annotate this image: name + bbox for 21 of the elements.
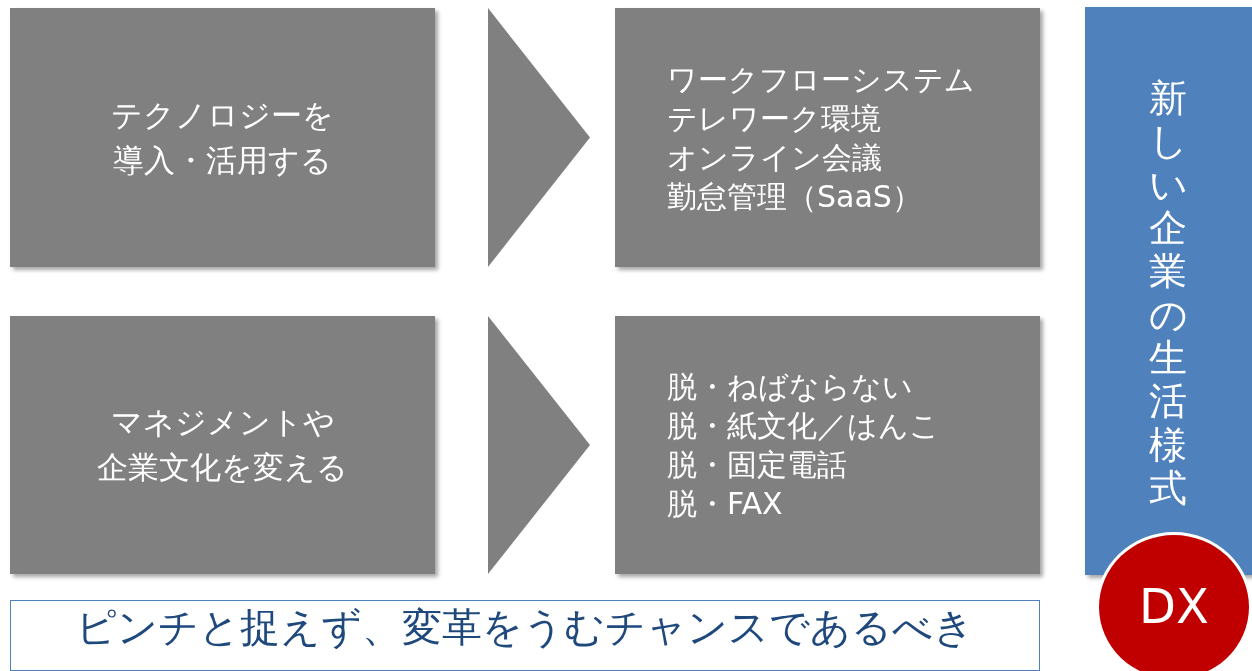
chevron-arrow xyxy=(488,316,590,574)
process-box xyxy=(615,316,1040,574)
box-label: テクノロジーを導入・活用する xyxy=(110,95,335,180)
list-item: 勤怠管理（SaaS） xyxy=(667,177,922,216)
box-label: マネジメントや企業文化を変える xyxy=(96,403,349,487)
chevron-arrow xyxy=(488,8,590,267)
list-item: 脱・ねばならない xyxy=(667,368,913,406)
vertical-label: 新しい企業の生活様式 xyxy=(1148,77,1189,511)
list-item: 脱・紙文化／はんこ xyxy=(667,407,940,445)
list-item: テレワーク環境 xyxy=(667,99,881,138)
process-box xyxy=(10,8,435,267)
process-box xyxy=(615,8,1040,267)
list-item: 脱・FAX xyxy=(667,485,783,523)
list-item: ワークフローシステム xyxy=(667,60,975,99)
vertical-banner xyxy=(1085,7,1252,575)
message-box xyxy=(10,600,1040,671)
process-box xyxy=(10,316,435,574)
list-item: オンライン会議 xyxy=(667,138,882,177)
list-item: 脱・固定電話 xyxy=(667,446,847,484)
box-label: ピンチと捉えず、変革をうむチャンスであるべき xyxy=(76,603,974,651)
badge-label: DX xyxy=(1139,578,1209,636)
